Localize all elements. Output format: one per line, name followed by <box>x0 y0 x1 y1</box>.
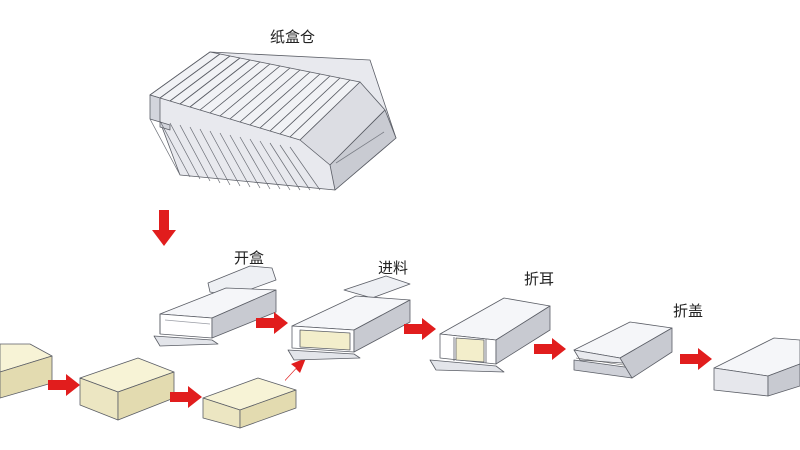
flow-arrow-icon-6 <box>680 348 712 370</box>
flow-arrow-icon-2 <box>170 386 202 408</box>
carton-ear-folded <box>429 297 551 373</box>
carton-lid-folding <box>573 321 673 379</box>
product-block-2 <box>79 357 175 421</box>
flow-arrow-up-icon <box>285 358 306 381</box>
product-block-3 <box>202 377 297 429</box>
carton-feeding <box>287 275 411 361</box>
down-arrow-icon <box>152 210 176 246</box>
carton-opened <box>153 265 277 347</box>
flow-arrow-icon-4 <box>404 318 436 340</box>
carton-stack <box>149 51 397 191</box>
label-feed: 进料 <box>378 259 409 277</box>
flow-arrow-icon-1 <box>48 374 80 396</box>
product-block-1 <box>0 343 53 399</box>
flow-arrow-icon-5 <box>534 338 566 360</box>
carton-closed <box>713 337 800 397</box>
flow-arrow-icon-3 <box>256 312 288 334</box>
label-fold-lid: 折盖 <box>673 302 704 320</box>
label-carton-warehouse: 纸盒仓 <box>270 28 316 46</box>
label-fold-ear: 折耳 <box>524 270 555 288</box>
label-open-box: 开盒 <box>234 249 265 267</box>
